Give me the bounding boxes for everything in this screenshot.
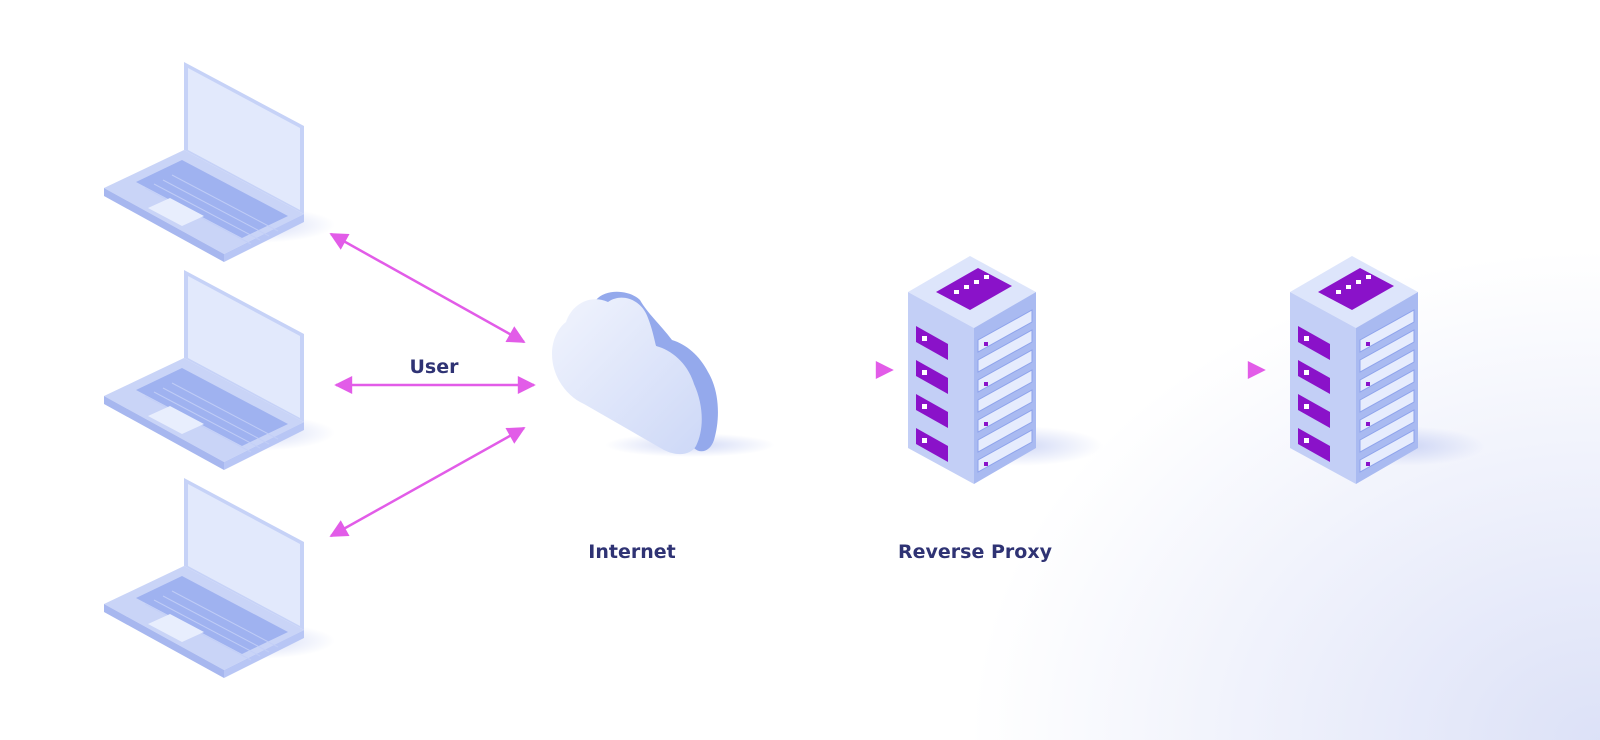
cloud-icon — [552, 291, 775, 457]
internet-label: Internet — [588, 541, 676, 563]
laptop-icon — [104, 478, 335, 678]
laptop-icon — [104, 270, 335, 470]
arrow-laptop1-internet — [329, 232, 526, 344]
reverse-proxy-label: Reverse Proxy — [898, 541, 1052, 563]
laptop-icon — [104, 62, 335, 262]
user-label: User — [409, 356, 459, 378]
server-icon — [1290, 256, 1485, 484]
arrow-laptop3-internet — [329, 426, 526, 538]
server-icon — [908, 256, 1103, 484]
